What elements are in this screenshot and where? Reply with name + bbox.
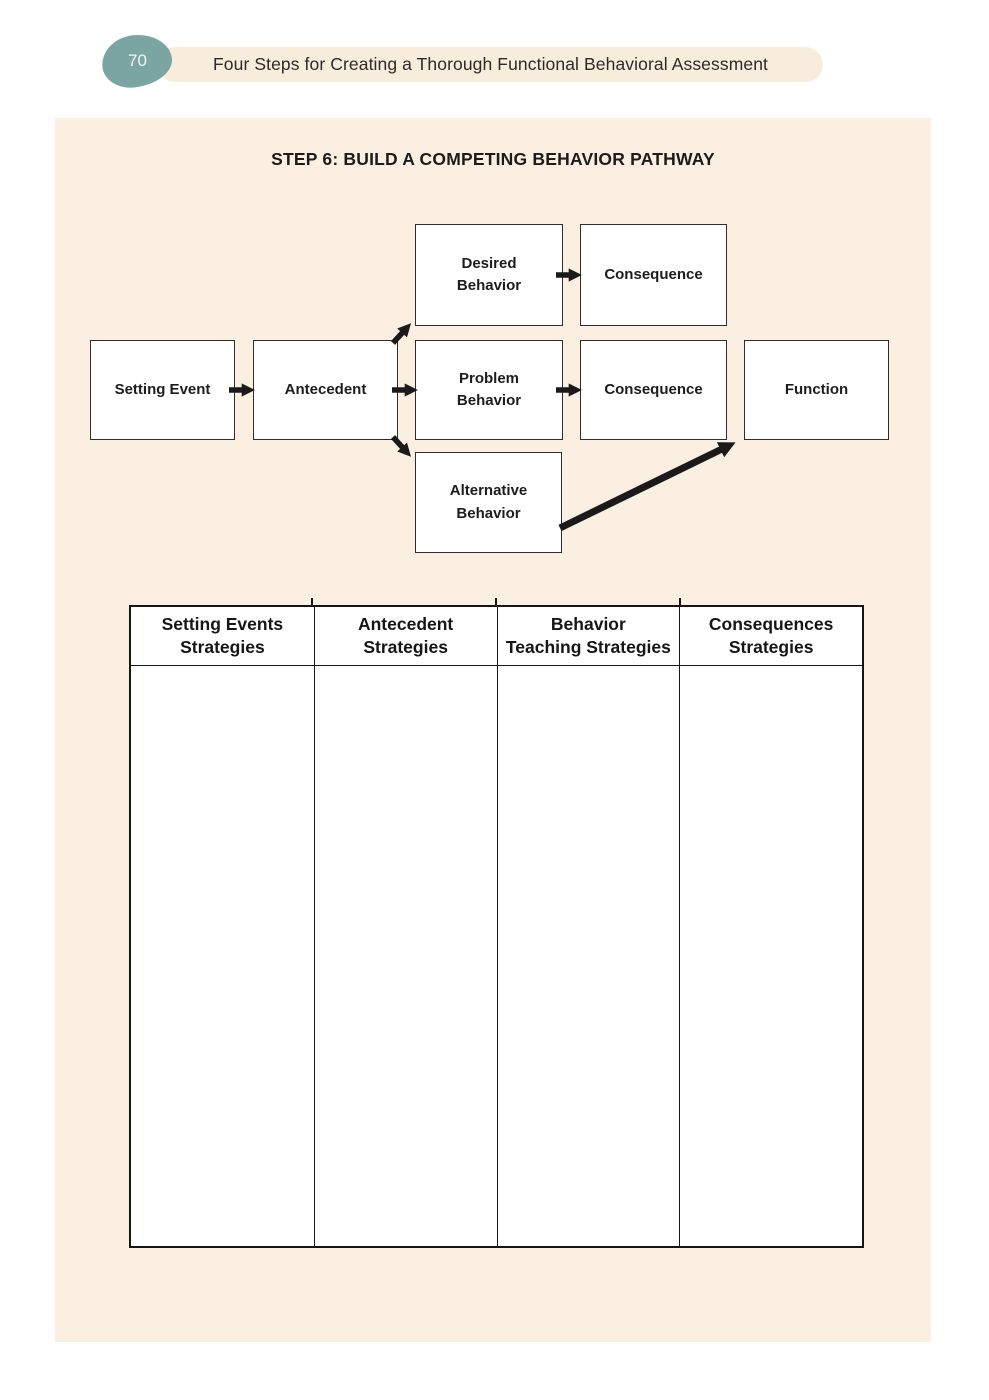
header-antecedent-strategies: Antecedent Strategies <box>313 607 497 665</box>
flow-box-label: Consequence <box>604 380 703 398</box>
section-title: STEP 6: BUILD A COMPETING BEHAVIOR PATHW… <box>271 149 715 169</box>
flow-box-antecedent: Antecedent <box>253 340 398 440</box>
header-line: Teaching Strategies <box>505 637 671 657</box>
table-tick-mark <box>679 598 681 605</box>
strategies-table-body-row <box>131 666 862 1246</box>
flow-box-label: Antecedent <box>284 380 367 398</box>
header-line: Strategies <box>363 637 448 657</box>
cell-setting-events-strategies <box>131 666 314 1246</box>
table-tick-mark <box>495 598 497 605</box>
flow-box-label: Behavior <box>456 392 522 409</box>
strategies-table-header-row: Setting Events Strategies Antecedent Str… <box>131 607 862 666</box>
header-setting-events-strategies: Setting Events Strategies <box>131 607 314 665</box>
flow-box-setting-event: Setting Event <box>90 340 235 440</box>
page-number-badge: 70 <box>99 31 175 91</box>
header-line: Setting Events <box>161 614 284 635</box>
flow-box-label: Setting Event <box>114 380 211 398</box>
flow-box-consequence-desired: Consequence <box>580 224 727 326</box>
flow-box-label: Function <box>784 380 849 398</box>
flow-box-label: Desired <box>461 254 517 272</box>
header-consequences-strategies: Consequences Strategies <box>679 607 862 665</box>
header-line: Behavior <box>550 614 626 635</box>
flow-box-problem-behavior: Problem Behavior <box>415 340 563 440</box>
flow-box-desired-behavior: Desired Behavior <box>415 224 563 326</box>
flow-box-function: Function <box>744 340 889 440</box>
header-line: Antecedent <box>357 614 454 635</box>
flow-box-consequence-problem: Consequence <box>580 340 727 440</box>
header-line: Strategies <box>728 637 814 657</box>
cell-consequences-strategies <box>679 666 862 1246</box>
flow-box-alternative-behavior: Alternative Behavior <box>415 452 562 553</box>
flow-box-label: Behavior <box>456 504 521 522</box>
strategies-table: Setting Events Strategies Antecedent Str… <box>129 605 864 1248</box>
cell-behavior-teaching-strategies <box>496 666 680 1246</box>
header-line: Consequences <box>708 614 834 635</box>
flow-box-label: Alternative <box>449 482 528 499</box>
flow-box-label: Problem <box>458 369 519 387</box>
flow-box-label: Behavior <box>456 277 522 294</box>
flow-box-label: Consequence <box>604 265 703 283</box>
cell-antecedent-strategies <box>313 666 497 1246</box>
running-head-title: Four Steps for Creating a Thorough Funct… <box>213 54 769 74</box>
running-head-pill: Four Steps for Creating a Thorough Funct… <box>158 47 823 82</box>
table-tick-mark <box>311 598 313 605</box>
page-number: 70 <box>127 51 147 71</box>
header-behavior-teaching-strategies: Behavior Teaching Strategies <box>496 607 680 665</box>
header-line: Strategies <box>180 637 265 657</box>
